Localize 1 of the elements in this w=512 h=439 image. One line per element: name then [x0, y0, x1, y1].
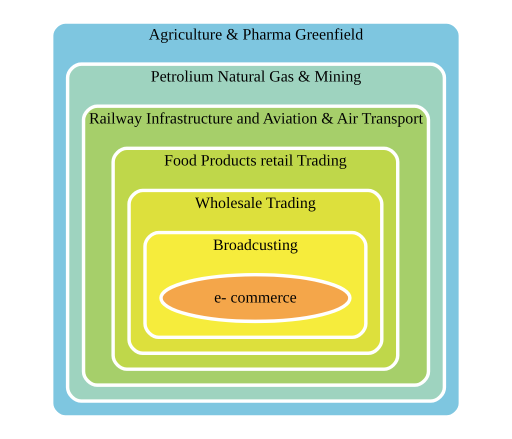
- node-ellipse: e- commerce: [159, 272, 352, 324]
